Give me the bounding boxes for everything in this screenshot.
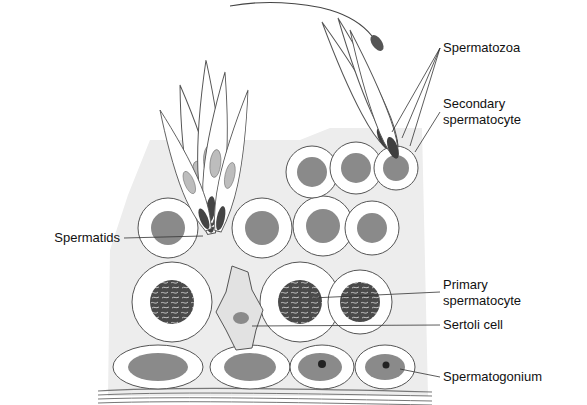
part-label: Spermatozoa <box>443 40 520 56</box>
part-label: Primary spermatocyte <box>443 277 543 309</box>
part-label: Sertoli cell <box>443 317 503 333</box>
part-label: Spermatids <box>54 230 120 246</box>
part-label: Secondary spermatocyte <box>443 96 543 128</box>
part-label: Spermatogonium <box>443 369 542 385</box>
